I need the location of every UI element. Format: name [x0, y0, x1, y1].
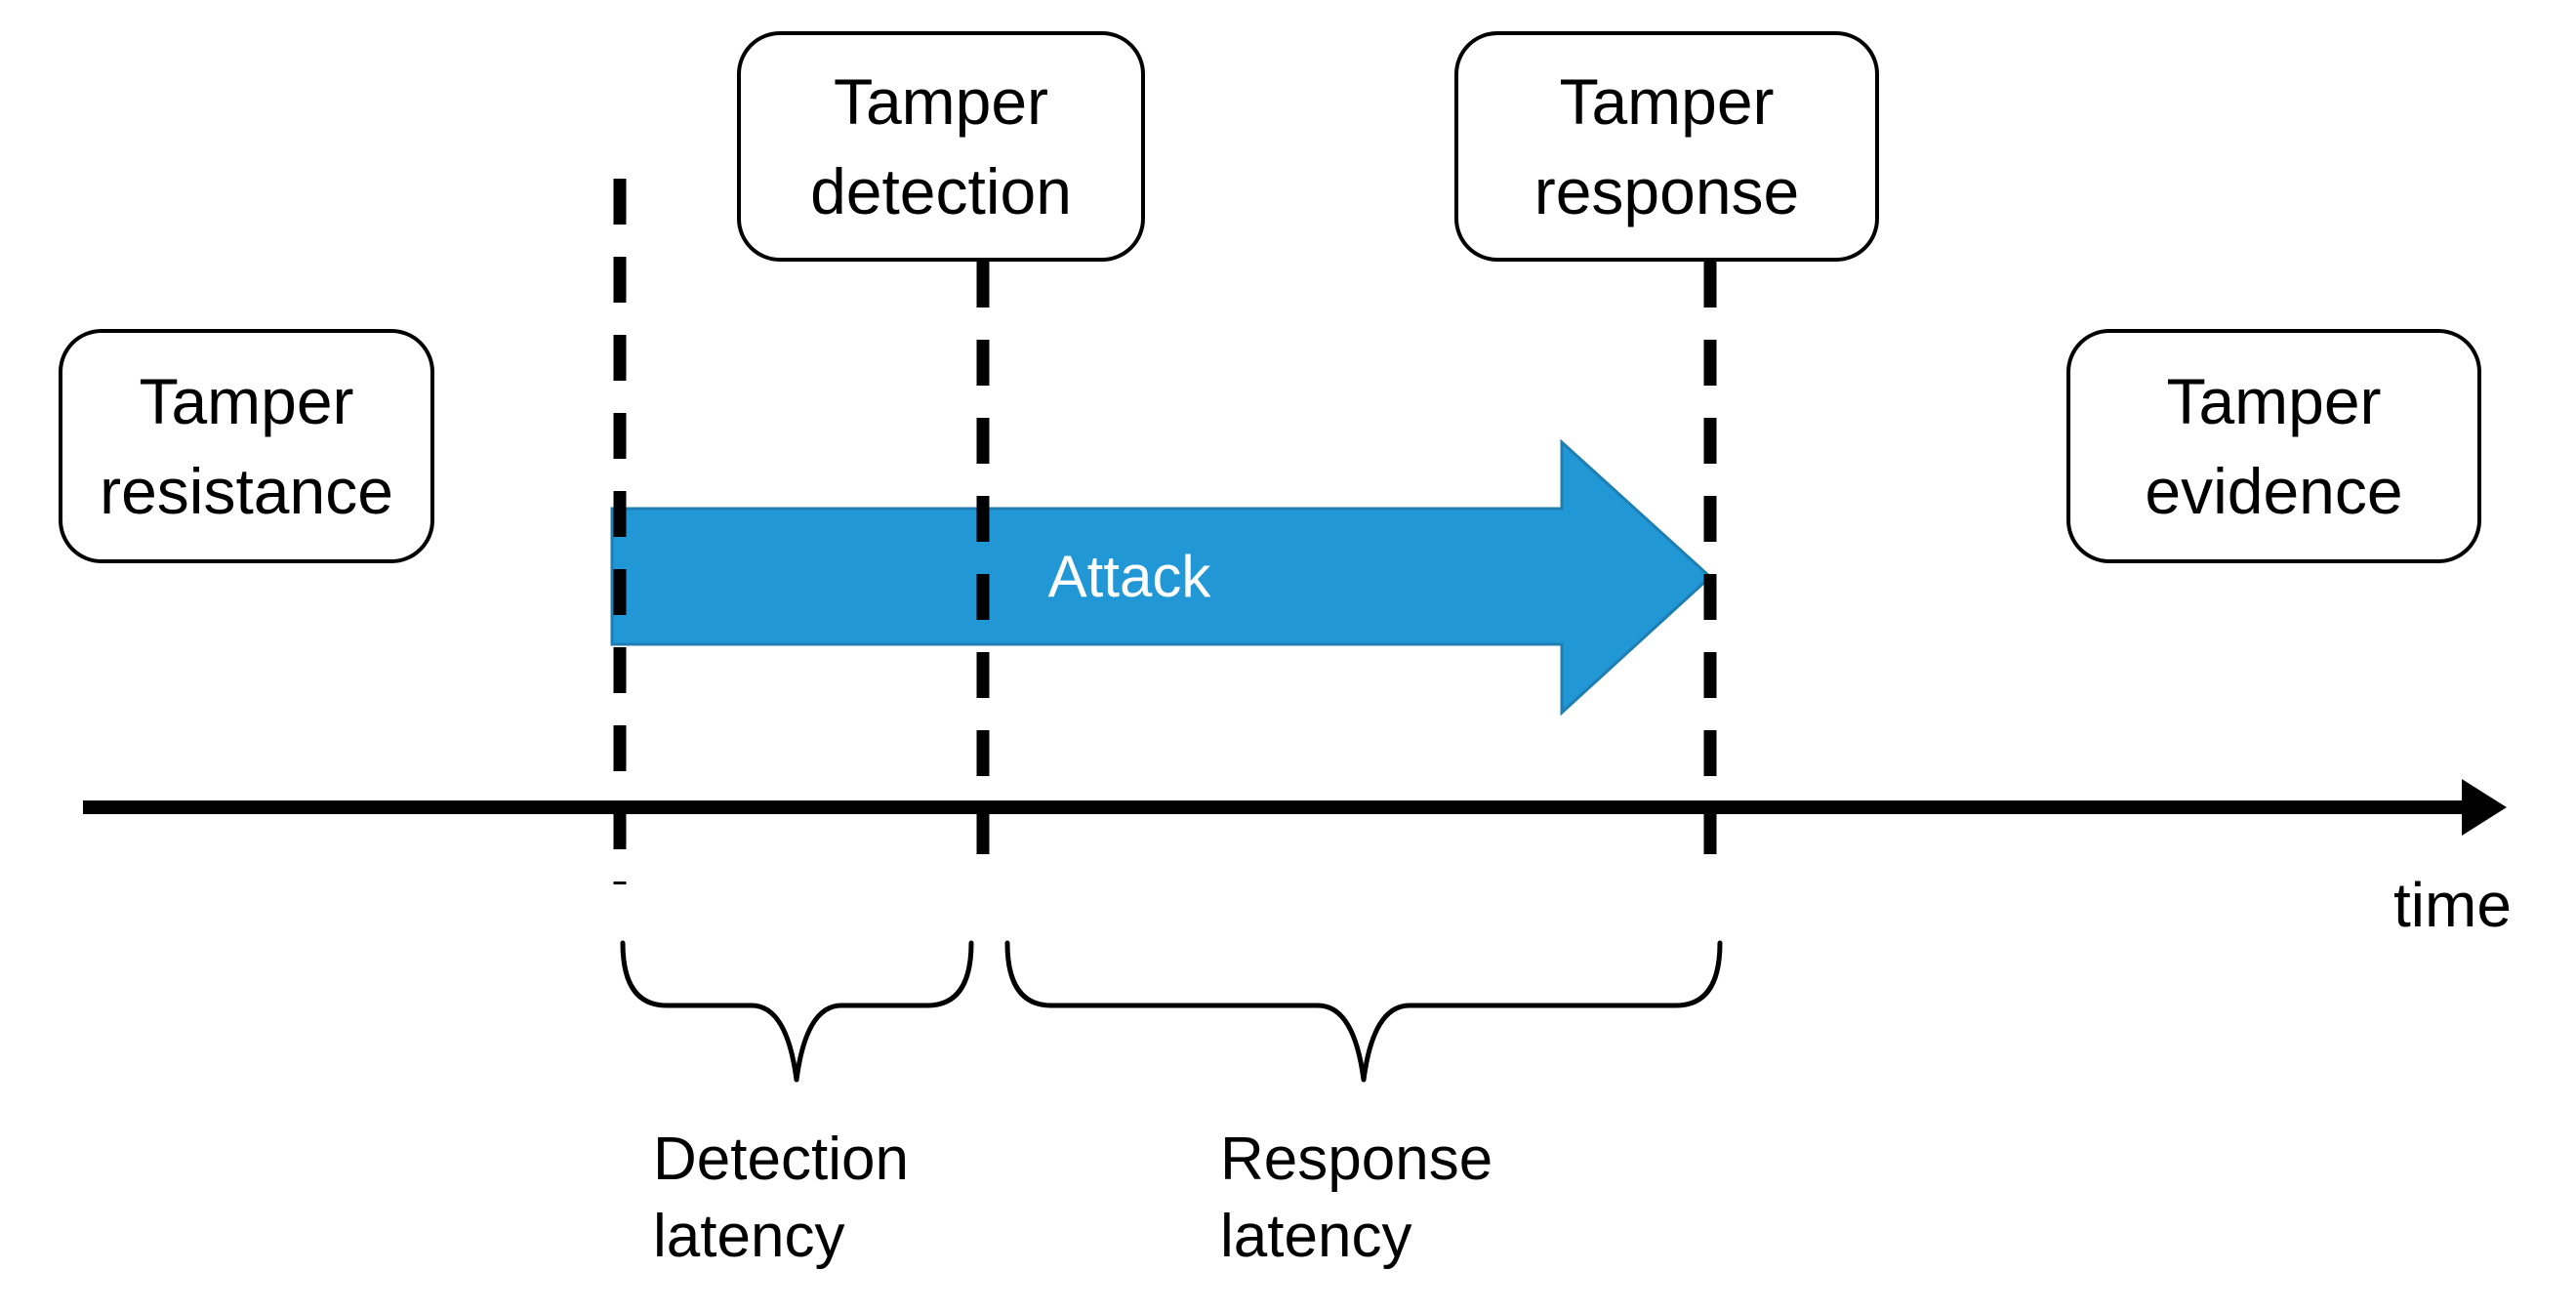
detection-latency-brace [620, 940, 974, 1083]
tamper-detection-label-line1: Tamper [833, 64, 1049, 138]
tamper-resistance-label-line1: Tamper [139, 364, 354, 437]
response-latency-line2: latency [1220, 1203, 1412, 1271]
tamper-evidence-label-line1: Tamper [2166, 364, 2382, 437]
tamper-response-label-line1: Tamper [1559, 64, 1775, 138]
tamper-resistance-label-line2: resistance [100, 455, 393, 527]
tamper-detection-box: Tamper detection [737, 31, 1145, 262]
tamper-evidence-label-line2: evidence [2145, 455, 2403, 527]
time-axis-label: time [2393, 870, 2512, 940]
tamper-response-label-line2: response [1533, 155, 1800, 227]
tamper-resistance-box: Tamper resistance [59, 329, 434, 563]
response-latency-line1: Response [1220, 1126, 1493, 1193]
detection-latency-label: Detection latency [653, 1121, 909, 1276]
tamper-detection-label-line2: detection [810, 155, 1072, 227]
tamper-response-box: Tamper response [1454, 31, 1879, 262]
tamper-evidence-box: Tamper evidence [2066, 329, 2481, 563]
response-latency-label: Response latency [1220, 1121, 1492, 1276]
response-latency-brace [1004, 940, 1723, 1083]
detection-latency-line2: latency [653, 1203, 845, 1271]
time-axis-arrowhead [2462, 779, 2507, 836]
attack-arrow [610, 438, 1713, 717]
attack-label: Attack [1047, 544, 1211, 609]
detection-latency-line1: Detection [653, 1126, 909, 1193]
